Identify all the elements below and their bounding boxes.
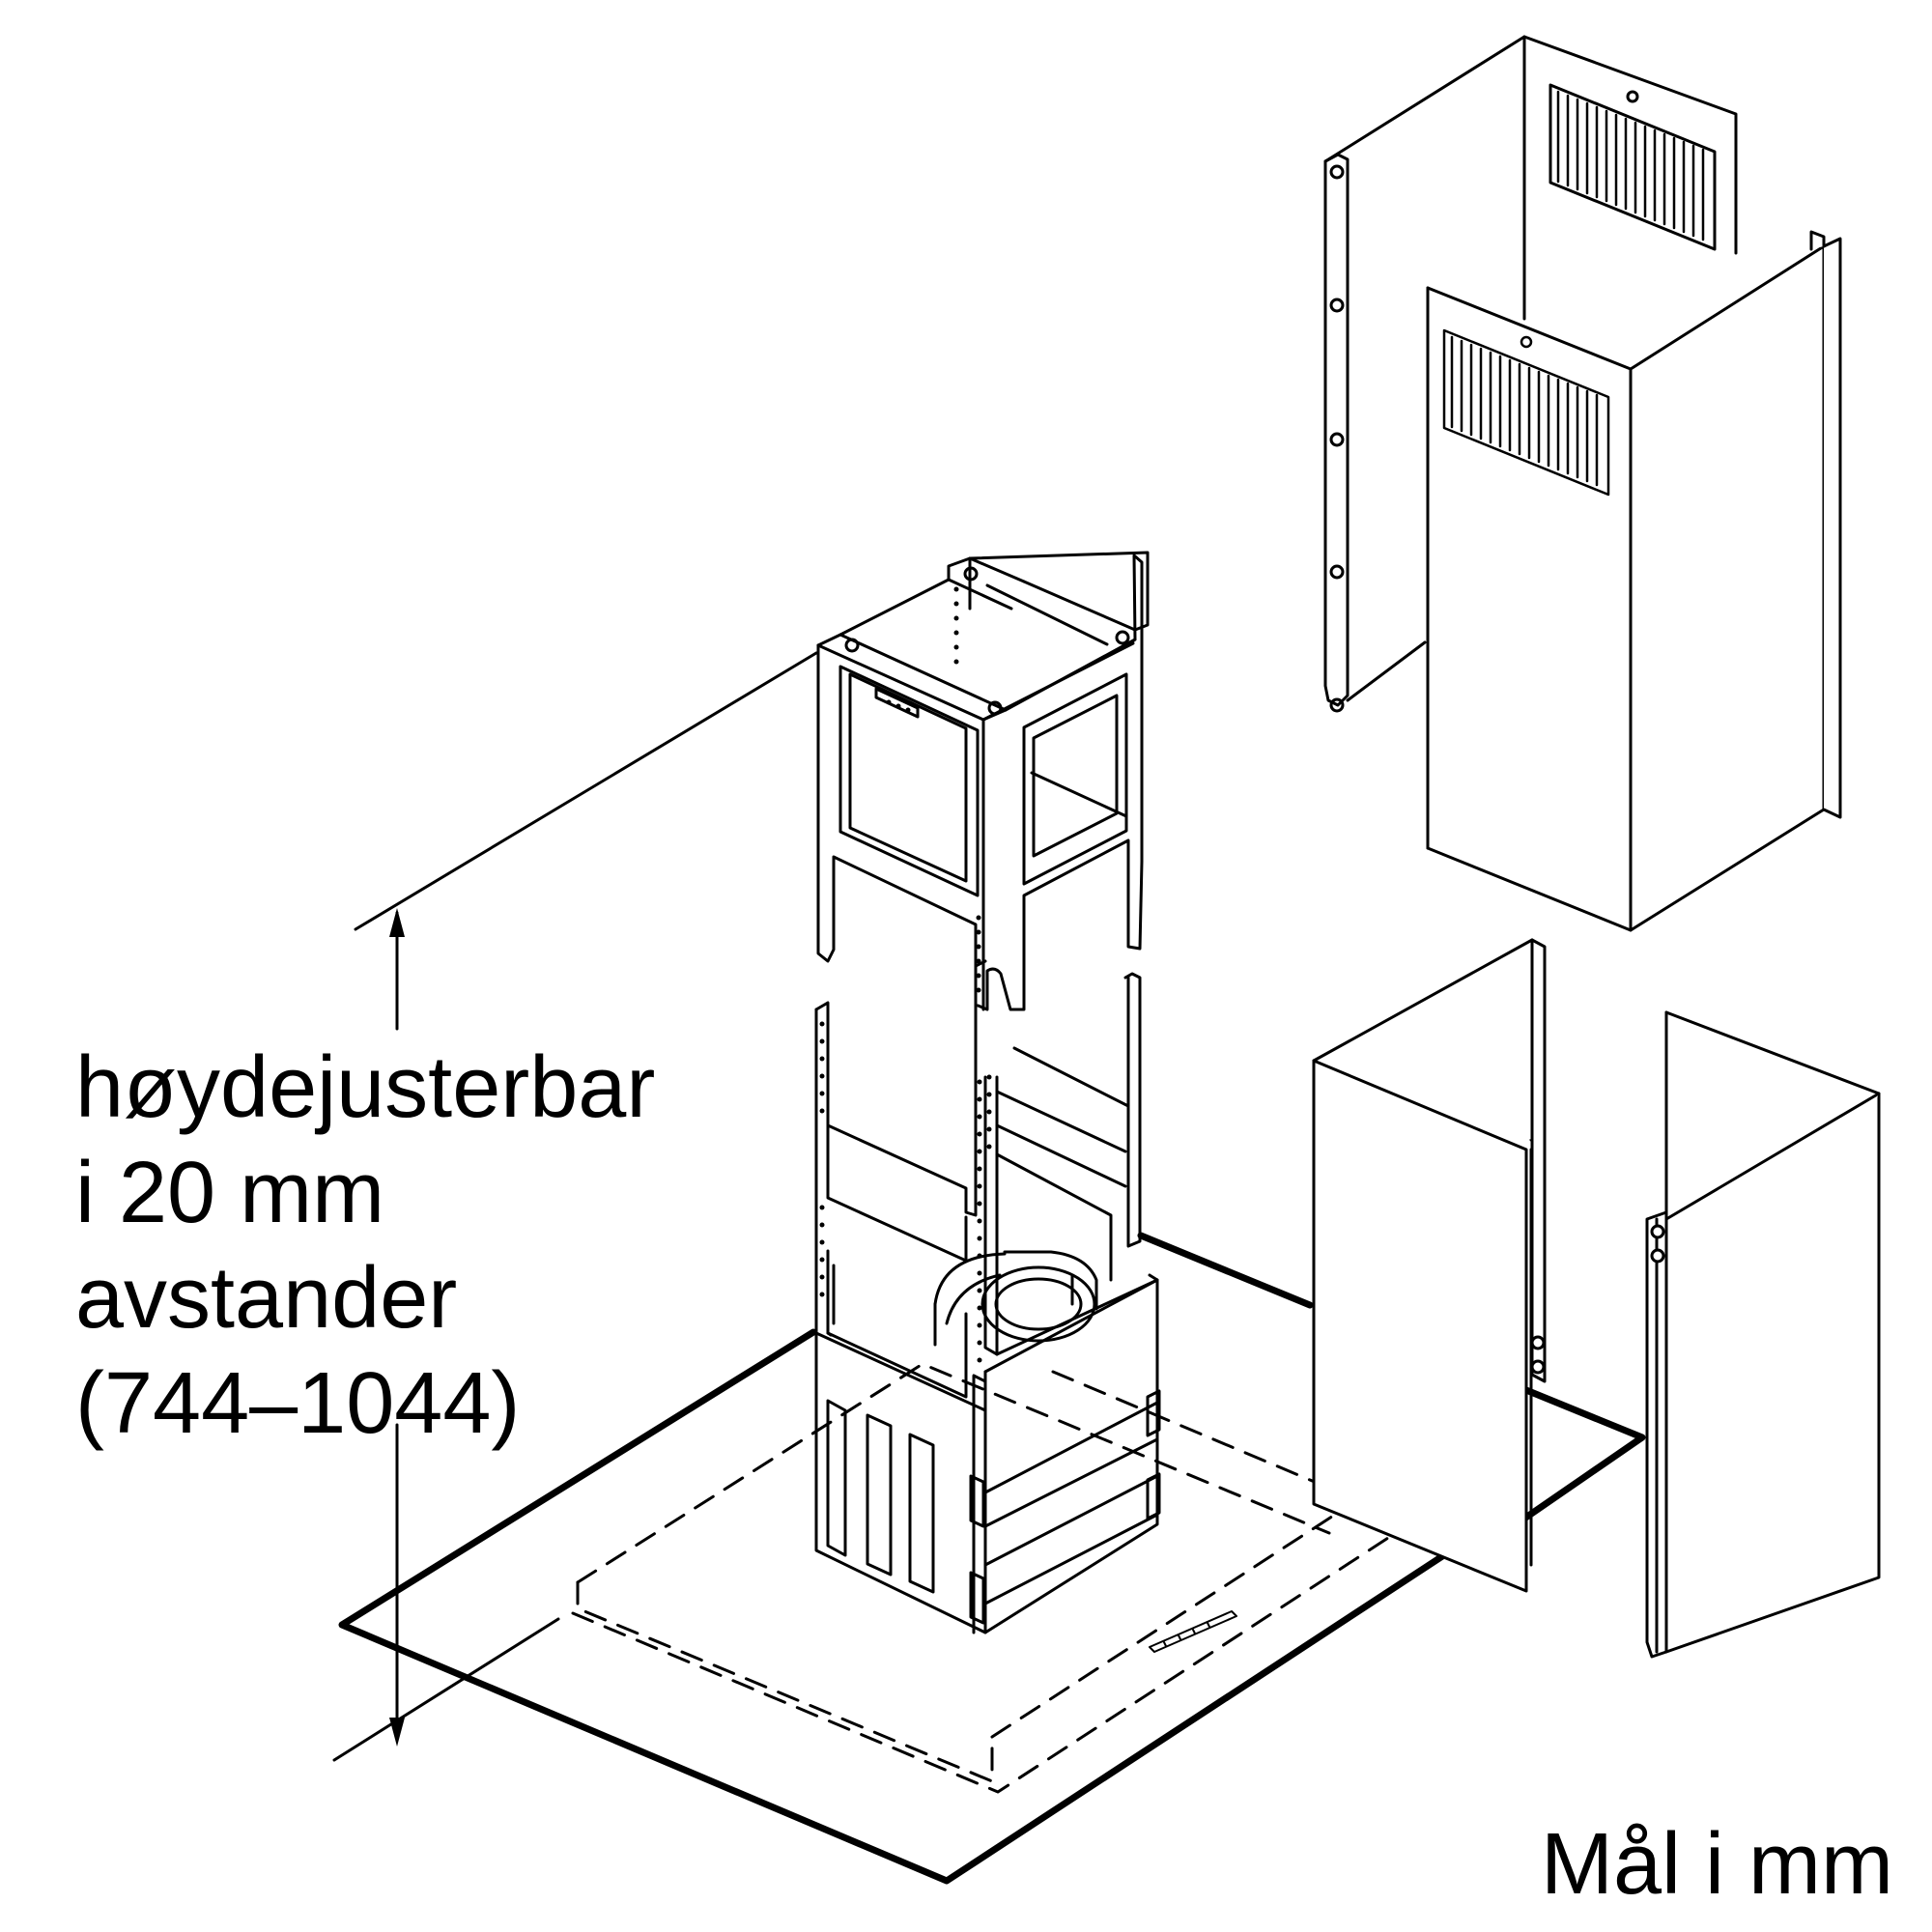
- height-adjustment-label: høydejusterbar i 20 mm avstander (744–10…: [75, 1036, 655, 1457]
- upper-rear-slots: [1556, 90, 1705, 242]
- ceiling-plate: [338, 1232, 1646, 1885]
- height-dimension: [332, 651, 818, 1762]
- height-label-line-4: (744–1044): [75, 1355, 521, 1452]
- upper-chimney-front: [1426, 230, 1842, 932]
- upper-frame: [816, 551, 1150, 1011]
- dimension-arrowheads: [389, 908, 405, 1747]
- height-label-line-1: høydejusterbar: [75, 1039, 656, 1136]
- height-label-line-3: avstander: [75, 1250, 458, 1347]
- lower-frame: [814, 959, 1161, 1634]
- lower-frame-holes: [819, 1021, 992, 1363]
- height-label-line-2: i 20 mm: [75, 1145, 385, 1241]
- units-label: Mål i mm: [1541, 1816, 1893, 1913]
- upper-chimney-rear: [1323, 35, 1738, 713]
- lower-chimney-rear: [1645, 1010, 1881, 1659]
- upper-frame-holes: [886, 586, 981, 993]
- plate-marker: [1149, 1610, 1237, 1653]
- hood-footprint-dashed: [571, 1362, 1393, 1794]
- upper-front-slots: [1442, 328, 1610, 497]
- lower-chimney-front: [1312, 938, 1547, 1593]
